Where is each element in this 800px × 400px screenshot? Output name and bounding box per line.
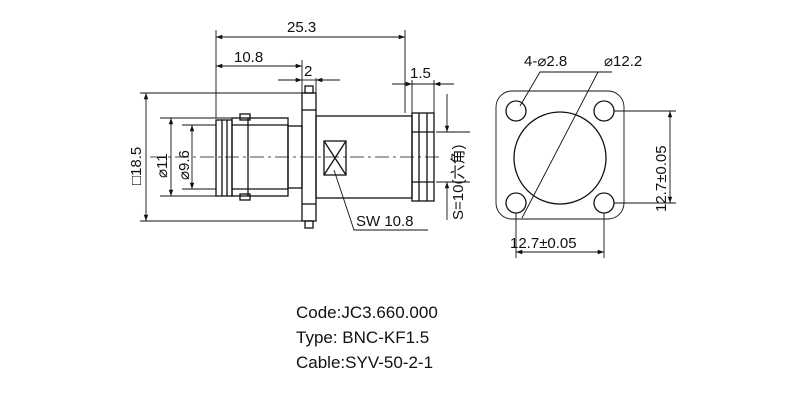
label-flange-circle: ⌀12.2 bbox=[604, 53, 642, 70]
side-view bbox=[150, 85, 440, 229]
label-hole-spacing-v: 12.7±0.05 bbox=[653, 145, 670, 212]
label-flange-square: □18.5 bbox=[128, 147, 145, 185]
front-dimensions bbox=[515, 71, 676, 258]
flange-outline bbox=[495, 90, 625, 220]
label-hole-spacing-h: 12.7±0.05 bbox=[510, 235, 577, 252]
label-overall-length: 25.3 bbox=[287, 19, 316, 36]
label-length-to-flange: 10.8 bbox=[234, 49, 263, 66]
label-rear-length: 1.5 bbox=[410, 65, 431, 82]
bayonet-pin bbox=[239, 113, 251, 121]
mount-hole-bl bbox=[505, 192, 527, 214]
label-outer-diameter: ⌀11 bbox=[154, 153, 171, 178]
label-flange-thickness: 2 bbox=[304, 63, 312, 80]
part-type: Type: BNC-KF1.5 bbox=[296, 328, 430, 347]
mount-hole-br bbox=[593, 192, 615, 214]
mount-hole-tl bbox=[505, 100, 527, 122]
label-wrench-size: SW 10.8 bbox=[356, 213, 414, 230]
side-dimensions bbox=[140, 30, 470, 231]
rear-hex-nut bbox=[411, 112, 435, 202]
sw-leader bbox=[333, 169, 428, 231]
front-view bbox=[495, 90, 625, 220]
label-hex-size: S=10(六角) bbox=[450, 145, 467, 220]
part-code: Code:JC3.660.000 bbox=[296, 303, 438, 322]
bnc-front-body bbox=[215, 119, 233, 197]
flange-circle bbox=[513, 111, 607, 205]
hex-mark bbox=[323, 140, 347, 176]
label-inner-diameter: ⌀9.6 bbox=[176, 150, 193, 180]
part-cable: Cable:SYV-50-2-1 bbox=[296, 353, 434, 372]
mount-hole-tr bbox=[593, 100, 615, 122]
label-hole-spec: 4-⌀2.8 bbox=[524, 53, 567, 70]
part-info: Code:JC3.660.000 Type: BNC-KF1.5 Cable:S… bbox=[296, 300, 596, 375]
